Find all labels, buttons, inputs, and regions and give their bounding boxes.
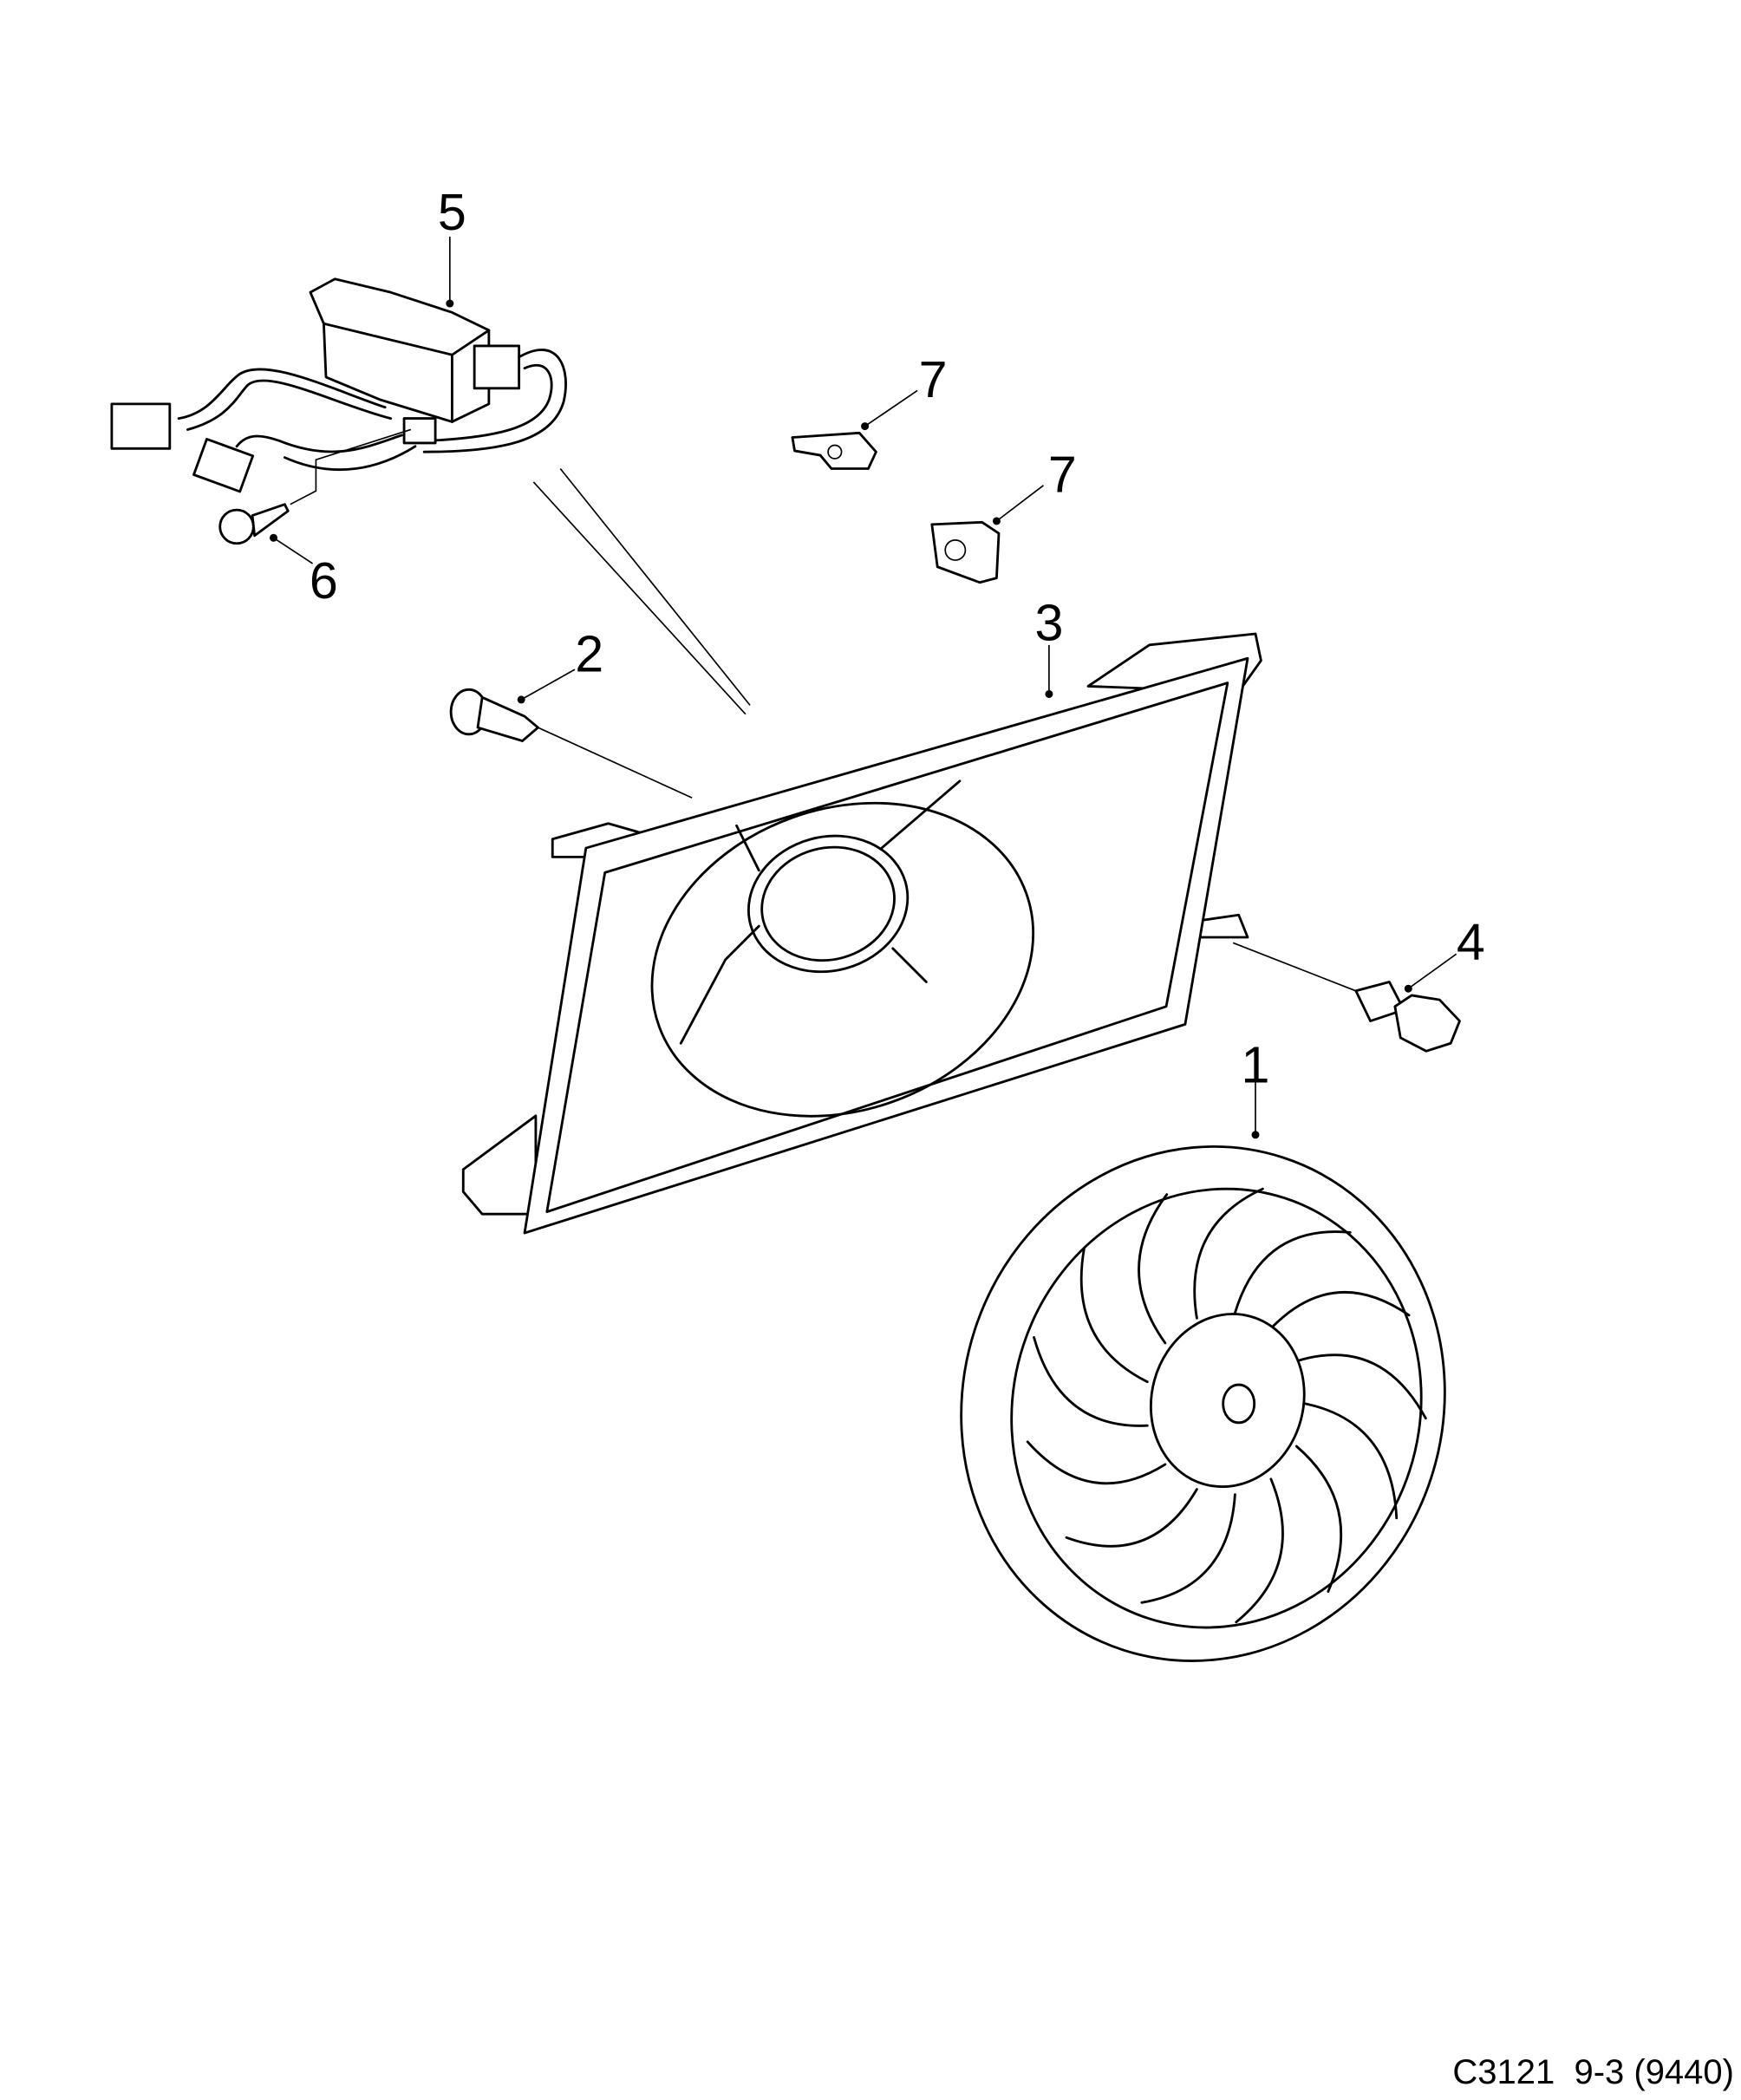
callout-leaders <box>269 236 1457 1139</box>
fan-blade <box>1304 1402 1399 1520</box>
clip-nut-b-hole <box>944 539 967 561</box>
fan-blade <box>1065 1488 1198 1548</box>
fan-blade <box>1026 1440 1167 1485</box>
clip-nut-a-hole <box>827 444 843 460</box>
fan-blade <box>1033 1335 1149 1427</box>
callout-4: 4 <box>1457 913 1485 971</box>
fan-blade <box>1235 1477 1284 1624</box>
fan <box>960 1145 1446 1662</box>
callout-7a: 7 <box>919 350 948 408</box>
callout-1: 1 <box>1242 1035 1270 1093</box>
fan-blade <box>1269 1290 1411 1330</box>
clip-nut-a <box>791 431 877 470</box>
assembly-lines <box>290 428 1357 992</box>
bolt <box>449 688 539 742</box>
fan-blade <box>1193 1187 1264 1320</box>
diagram-reference: C3121 9-3 (9440) <box>1452 2053 1734 2091</box>
callout-7b: 7 <box>1048 446 1077 504</box>
fan-blade <box>1294 1353 1427 1420</box>
fan-shroud <box>461 632 1262 1235</box>
fan-hub-hole <box>1222 1383 1256 1425</box>
fan-resistor-harness <box>110 277 567 493</box>
fan-blade <box>1233 1230 1352 1314</box>
fan-blade <box>1079 1247 1149 1384</box>
callout-2: 2 <box>575 625 603 683</box>
fan-blade <box>1294 1445 1343 1594</box>
screw-right <box>1354 981 1461 1053</box>
fan-blade <box>1138 1193 1169 1345</box>
callout-3: 3 <box>1034 594 1063 652</box>
callout-6: 6 <box>310 551 338 610</box>
fan-blade <box>1140 1493 1236 1604</box>
screw-small <box>218 503 290 545</box>
callout-5: 5 <box>438 183 466 241</box>
